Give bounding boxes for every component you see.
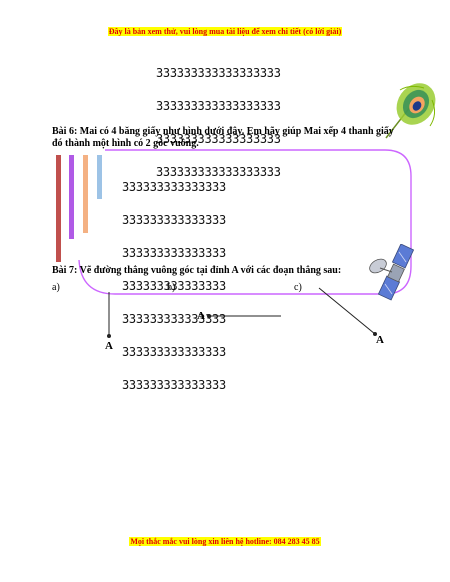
exercise-7-title: Bài 7: Vẽ đường thẳng vuông góc tại đỉnh… bbox=[52, 265, 342, 276]
hotline-footer: Mọi thắc mắc vui lòng xin liên hệ hotlin… bbox=[129, 537, 321, 546]
point-c-dot bbox=[373, 332, 377, 336]
segment-c bbox=[318, 287, 376, 335]
filler-text-block-2: ЗЗЗЗЗЗЗЗЗЗЗЗЗЗЗ ЗЗЗЗЗЗЗЗЗЗЗЗЗЗЗ ЗЗЗЗЗЗЗЗ… bbox=[122, 180, 226, 392]
point-a-label: A bbox=[105, 340, 113, 352]
segment-a bbox=[108, 292, 110, 336]
paper-strip-red bbox=[56, 155, 61, 262]
paper-strip-orange bbox=[83, 155, 88, 233]
filler-text-block-1: ЗЗЗЗЗЗЗЗЗЗЗЗЗЗЗЗЗЗ ЗЗЗЗЗЗЗЗЗЗЗЗЗЗЗЗЗЗ ЗЗ… bbox=[156, 66, 281, 179]
point-c-label: A bbox=[376, 334, 384, 346]
part-c-label: c) bbox=[294, 282, 302, 293]
paper-strip-purple bbox=[69, 155, 74, 239]
point-b-label: A bbox=[197, 310, 205, 322]
feather-icon bbox=[385, 83, 436, 139]
highlight-frame bbox=[78, 149, 412, 295]
point-a-dot bbox=[107, 334, 111, 338]
segment-b bbox=[209, 315, 281, 317]
paper-strip-blue bbox=[97, 155, 102, 199]
point-b-dot bbox=[207, 314, 211, 318]
part-b-label: b) bbox=[167, 282, 176, 293]
part-a-label: a) bbox=[52, 282, 60, 293]
satellite-icon bbox=[369, 244, 415, 301]
exercise-6-text: Bài 6: Mai có 4 băng giấy như hình dưới … bbox=[52, 126, 394, 149]
preview-notice: Đây là bản xem thử, vui lòng mua tài liệ… bbox=[107, 27, 343, 36]
